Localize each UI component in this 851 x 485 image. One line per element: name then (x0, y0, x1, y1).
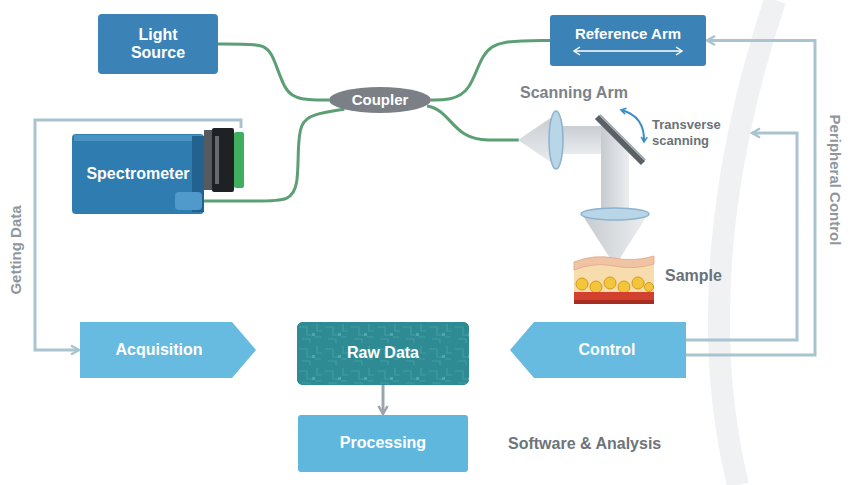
fat-cell (590, 281, 602, 293)
muscle-layer (574, 300, 654, 304)
acquisition-arrow-box: Acquisition (80, 322, 256, 378)
arrow-shape (510, 322, 686, 378)
node-label: Acquisition (115, 341, 202, 359)
fat-cell (604, 277, 616, 289)
optical-fiber (202, 109, 344, 201)
part-label: Sample (665, 266, 722, 285)
node-label: Light Source (131, 26, 185, 63)
lens-mount (215, 136, 219, 184)
node-label: Processing (340, 434, 426, 452)
optical-fiber (218, 44, 329, 100)
skin-layer (574, 256, 654, 270)
muscle-layer (574, 292, 654, 301)
double-arrow-icon (575, 50, 681, 52)
lens-mount (204, 130, 212, 190)
node-label: Reference Arm (575, 25, 681, 42)
processing-box: Processing (298, 415, 468, 472)
rotation-arrow (621, 110, 644, 142)
light-cone (518, 117, 552, 163)
optical-fiber (427, 106, 519, 140)
node-label: Coupler (352, 91, 409, 108)
double-arrow-icon (572, 46, 684, 56)
scanning-mirror (597, 117, 643, 163)
double-arrow-icon (574, 47, 682, 55)
objective-lens (581, 208, 649, 220)
lens-mount (212, 128, 234, 192)
control-arrow-box: Control (510, 322, 686, 378)
data-line (35, 120, 241, 350)
control-line (686, 133, 797, 340)
fat-cell (576, 278, 588, 290)
coupler-ellipse (329, 87, 431, 113)
section-label: Software & Analysis (508, 434, 661, 453)
node-label: Spectrometer (86, 165, 189, 183)
fat-cell (632, 277, 644, 289)
spectrometer-body (72, 134, 204, 214)
light-source-box: Light Source (98, 14, 218, 74)
node-label: Control (579, 341, 636, 359)
part-label: Scanning Arm (520, 83, 628, 102)
raw-data-box: Raw Data (297, 322, 469, 385)
reference-arm-box: Reference Arm (550, 15, 706, 66)
fiber-port (175, 192, 202, 210)
flow-arrow (382, 385, 385, 414)
node-label: Raw Data (347, 344, 419, 362)
background-arc (719, 0, 775, 485)
raw-data-fill (297, 322, 469, 385)
fat-cell (645, 283, 654, 292)
arrow-shape (80, 322, 256, 378)
edge-label: Getting Data (7, 205, 25, 294)
lens-ring (234, 132, 244, 188)
control-line (686, 41, 815, 356)
coupler-ellipse: Coupler (329, 87, 431, 113)
collimating-lens (549, 111, 563, 169)
spectrometer-device: Spectrometer (72, 128, 247, 216)
edge-label: Peripheral Control (826, 115, 844, 246)
fat-cell (618, 281, 630, 293)
spectrometer-body (74, 135, 202, 141)
annotation-label: Transverse scanning (652, 117, 721, 148)
circuit-pattern (297, 322, 469, 385)
